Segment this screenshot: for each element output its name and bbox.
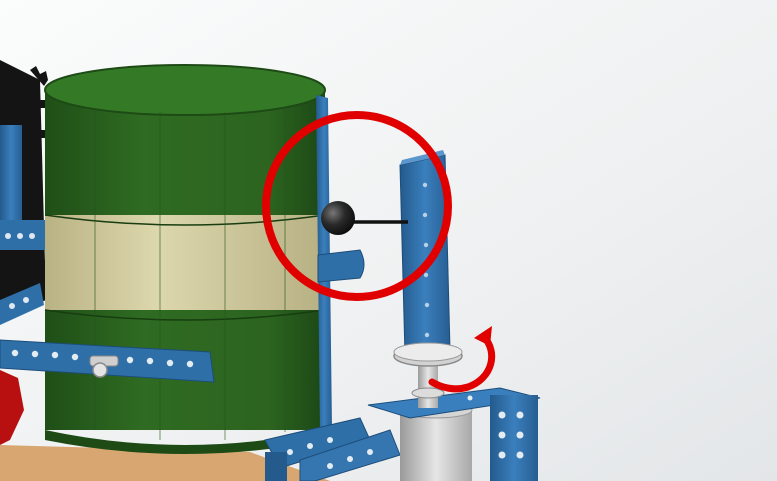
- base-bracket: [367, 387, 541, 481]
- red-part: [0, 370, 24, 445]
- screw: [89, 355, 119, 378]
- left-frame-post: [0, 125, 22, 235]
- left-frame-holes: [5, 233, 35, 239]
- collar: [393, 342, 463, 399]
- diagonal-strut-holes: [9, 297, 29, 309]
- highlight-circle: [262, 111, 452, 301]
- ball: [321, 201, 355, 235]
- wood-base: [0, 445, 330, 481]
- bracket: [317, 249, 365, 283]
- diagonal-strut: [0, 283, 44, 325]
- lower-beams: [264, 417, 401, 481]
- rotation-arrow: [428, 326, 496, 393]
